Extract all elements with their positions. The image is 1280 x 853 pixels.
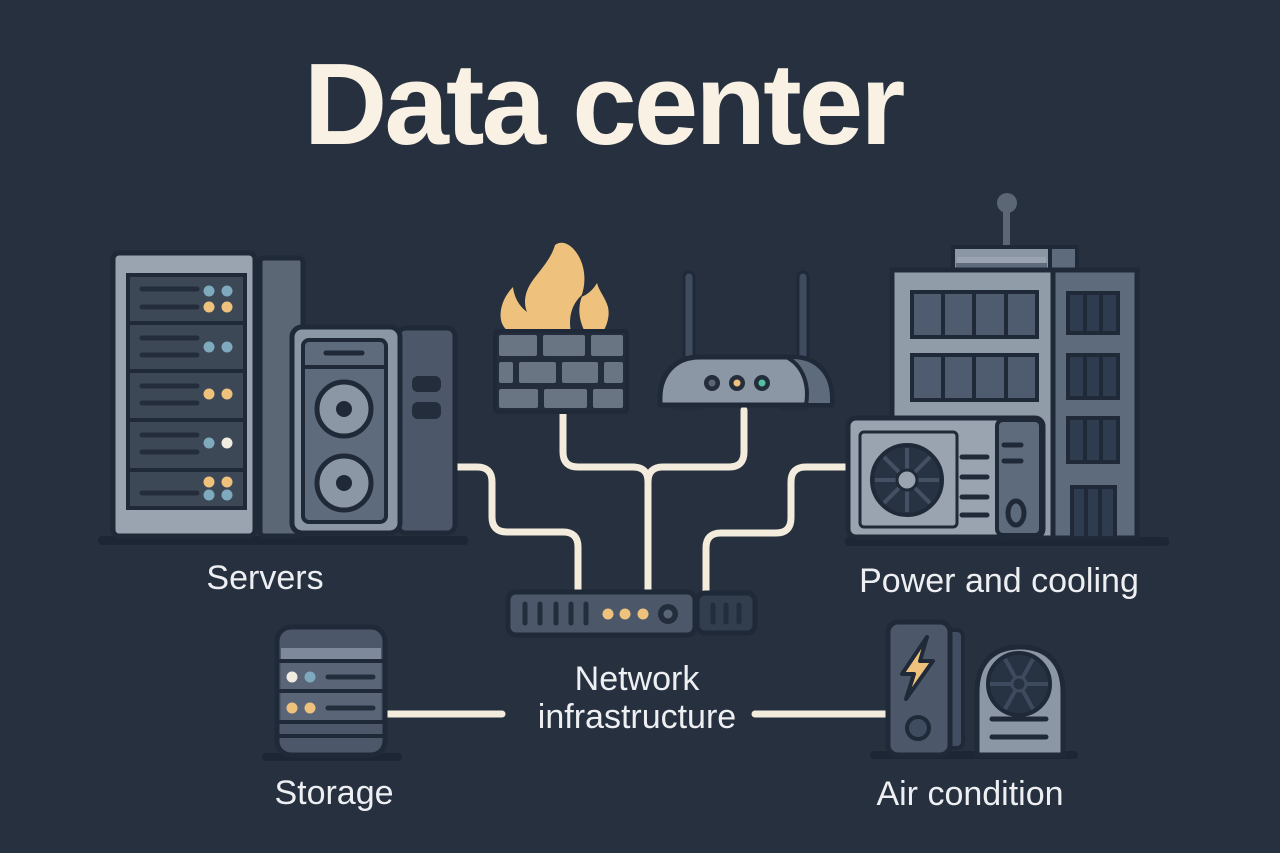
wire-servers-to-switch [451,463,582,596]
flame-notch [570,294,585,332]
antenna-icon [796,270,810,364]
wire-router-to-switch [644,406,748,486]
label-network-infrastructure: Network infrastructure [538,660,736,736]
air-condition-group [870,619,1078,759]
power-cooling-group [845,193,1169,546]
wifi-router-icon [657,270,835,411]
antenna-icon [997,193,1017,249]
lightning-icon [900,635,935,701]
server-rack-icon [110,250,258,539]
label-power-and-cooling: Power and cooling [859,562,1139,600]
brick-wall [493,329,629,414]
side-tower [395,325,458,536]
tower-server-icon [289,324,403,536]
antenna-icon [682,270,696,364]
label-network-line2: infrastructure [537,698,737,736]
label-servers: Servers [206,559,324,597]
storage-array-icon [262,624,402,761]
ac-outdoor-unit-icon [845,415,1046,540]
servers-group [98,250,468,545]
flame-icon [500,242,609,332]
building-door [1070,485,1117,540]
fan-icon [986,651,1052,717]
label-network-line1: Network [574,660,700,698]
diagram-title: Data center [303,39,906,169]
ups-unit-icon [885,619,953,758]
fan-icon [870,443,944,517]
firewall-icon [493,242,629,414]
air-conditioner-icon [974,644,1066,758]
connection-lines [380,406,890,718]
label-air-condition: Air condition [876,775,1064,813]
network-switch-icon [505,589,758,638]
label-storage: Storage [274,774,394,812]
wire-cooling-to-switch [702,463,852,596]
